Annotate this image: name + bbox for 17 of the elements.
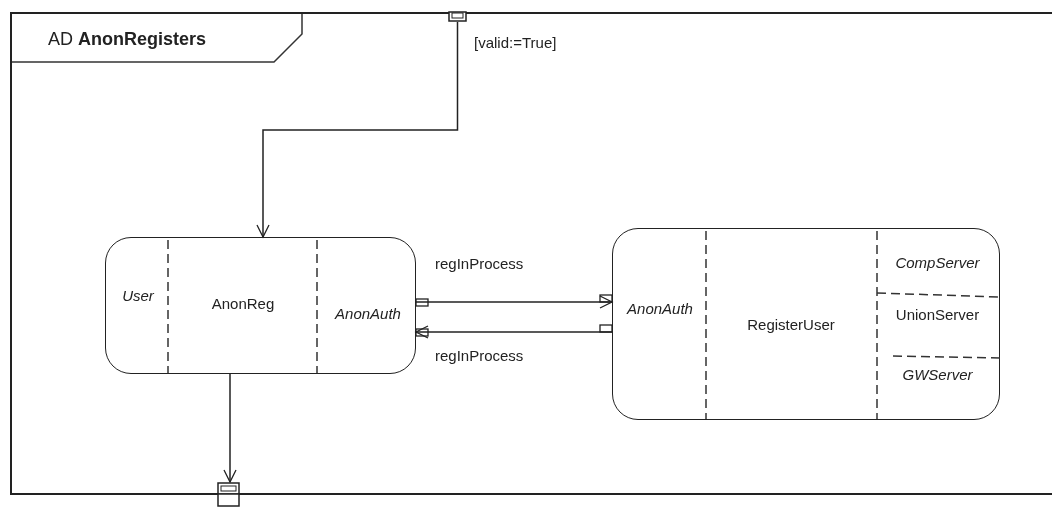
partition-label: CompServer (894, 253, 981, 273)
partition-label: GWServer (901, 365, 974, 385)
control-flow-arrow (223, 373, 237, 483)
action-name: RegisterUser (746, 315, 836, 335)
pin (217, 482, 240, 507)
activity-frame (10, 12, 1052, 495)
action-box (105, 237, 416, 374)
action-name: AnonReg (210, 294, 276, 314)
action-name: UnionServer (894, 305, 981, 325)
pin (448, 11, 467, 22)
control-flow-arrow (256, 21, 459, 238)
partition-label: AnonAuth (625, 299, 694, 319)
partition-label: User (121, 286, 155, 306)
action-box (612, 228, 1000, 420)
partition-label: AnonAuth (333, 304, 402, 324)
control-flow-arrow (415, 295, 613, 309)
frame-title: AD AnonRegisters (48, 28, 207, 51)
